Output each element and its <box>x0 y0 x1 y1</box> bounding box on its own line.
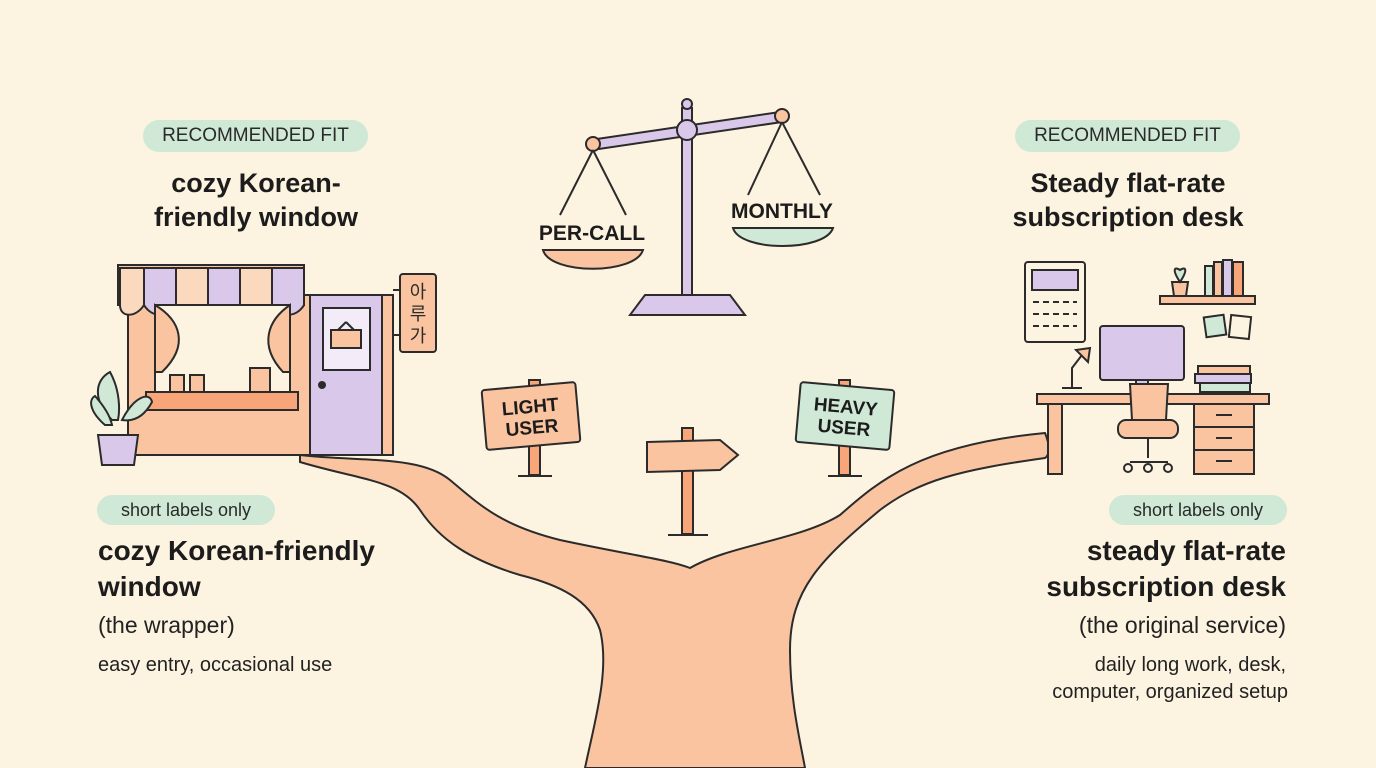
left-title-line2: friendly window <box>153 202 358 232</box>
forked-path <box>299 431 1050 768</box>
monthly-label: MONTHLY <box>731 200 833 223</box>
right-description-line1: daily long work, desk, <box>1094 654 1286 676</box>
right-title-line1: Steady flat-rate <box>1030 168 1226 198</box>
right-heading-line1: steady flat-rate <box>1086 535 1286 566</box>
right-subtitle: (the original service) <box>1078 612 1286 638</box>
light-user-sign-line2: USER <box>505 416 560 442</box>
left-description: easy entry, occasional use <box>98 654 333 676</box>
left-subtitle: (the wrapper) <box>98 612 235 638</box>
right-short-labels-badge: short labels only <box>1109 495 1287 525</box>
signposts <box>480 379 896 536</box>
light-user-sign-line1: LIGHT <box>501 395 560 421</box>
korean-shop-illustration <box>90 264 437 466</box>
per-call-label: PER-CALL <box>539 222 645 245</box>
heavy-user-sign-line2: USER <box>817 416 872 442</box>
right-description-line2: computer, organized setup <box>1052 681 1288 703</box>
left-heading-line1: cozy Korean-friendly <box>98 535 375 566</box>
left-recommended-badge: RECOMMENDED FIT <box>143 120 368 152</box>
left-heading-line2: window <box>98 571 201 602</box>
korean-sign-char-1: 아 <box>410 282 427 303</box>
office-desk-illustration <box>1024 259 1270 475</box>
right-title-line2: subscription desk <box>1012 202 1244 232</box>
left-title-line1: cozy Korean- <box>171 168 341 198</box>
left-short-labels-badge: short labels only <box>97 495 275 525</box>
balance-scale-icon <box>541 98 835 316</box>
right-heading-line2: subscription desk <box>1046 571 1286 602</box>
korean-sign-char-2: 루 <box>410 304 427 325</box>
right-recommended-badge: RECOMMENDED FIT <box>1015 120 1240 152</box>
korean-sign-char-3: 가 <box>410 326 427 347</box>
